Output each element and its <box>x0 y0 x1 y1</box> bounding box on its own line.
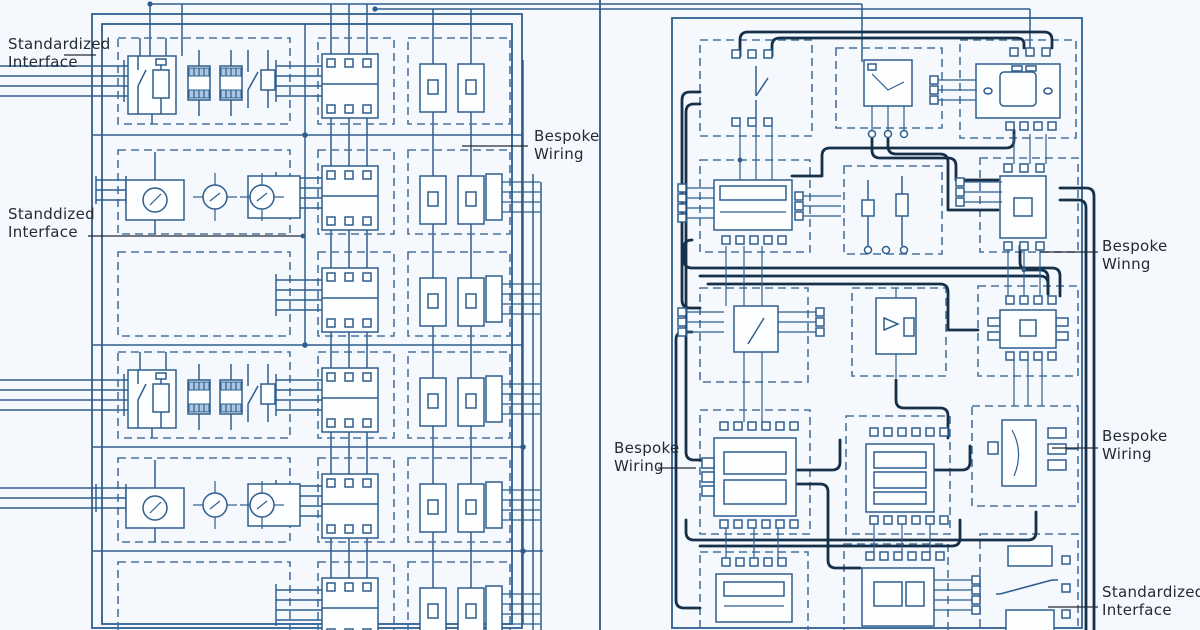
bespoke-wire-tangle <box>674 30 1096 630</box>
plc-module-r4-left <box>701 422 798 528</box>
switch-box-module-r3 <box>678 305 824 382</box>
right-panel-bespoke-wiring <box>671 17 1096 630</box>
module-grid-dashed-boxes <box>117 37 511 630</box>
label-standardized-interface-mid-left: Standdized Interface <box>8 205 95 241</box>
left-panel-standardized-interface <box>0 4 543 630</box>
display-device-module <box>863 59 913 139</box>
contactor-fuse-row-4 <box>127 352 276 438</box>
switch-module-r5-right <box>996 545 1071 630</box>
plc-module-r2 <box>678 179 793 244</box>
tabbed-module-r3 <box>987 296 1069 360</box>
label-standardized-interface-top-left: Standardized Interface <box>8 35 111 71</box>
label-standardized-interface-bottom-right: Standardized Interface <box>1102 583 1200 619</box>
plc-module-r5-mid <box>861 552 980 627</box>
horizontal-bus-lines <box>93 24 543 624</box>
meter-row-5 <box>125 460 301 542</box>
meter-row-2 <box>125 152 301 234</box>
switch-pair-module <box>861 176 909 255</box>
interface-bus-forks <box>95 59 333 627</box>
device-module-r4-right <box>987 419 1078 487</box>
disconnect-switch-module <box>732 50 772 126</box>
label-bespoke-wiring-right-mid: Bespoke Wiring <box>1102 427 1168 463</box>
external-feed-wires <box>0 60 128 509</box>
label-bespoke-wiring-center-upper: Bespoke Wiring <box>534 127 600 163</box>
label-leader-lines <box>64 54 1098 608</box>
label-bespoke-wiring-right-upper: Bespoke Winng <box>1102 237 1168 273</box>
bespoke-thin-interconnects <box>725 126 1047 558</box>
label-bespoke-wiring-center-lower: Bespoke Wiring <box>614 439 680 475</box>
controller-module-top-right <box>930 48 1061 130</box>
plc-module-r4-mid <box>865 428 948 524</box>
actuator-device-module-r3 <box>875 288 917 355</box>
relay-module-r2 <box>956 164 1047 250</box>
label-wiring-top-clipped: Wiring <box>786 0 836 2</box>
contactor-fuse-row-1 <box>127 38 276 124</box>
plc-module-r5-left <box>715 558 793 623</box>
floating-fan-terminals <box>795 192 841 220</box>
